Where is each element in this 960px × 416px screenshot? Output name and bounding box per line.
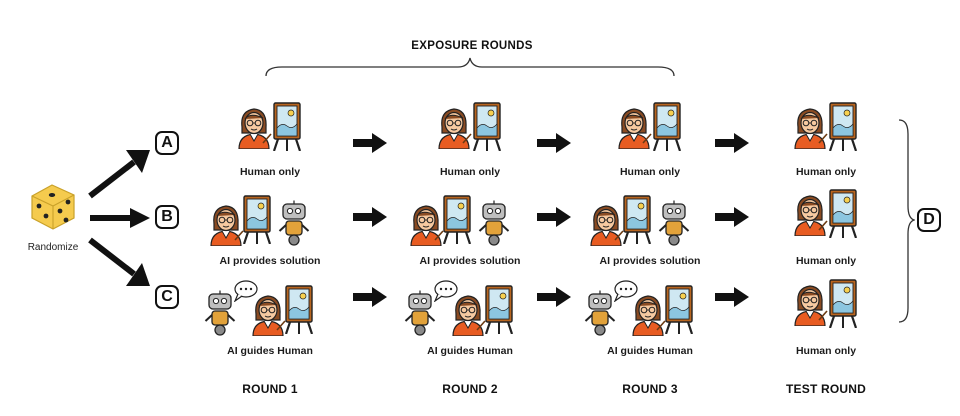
robot-icon [204, 290, 236, 336]
robot-icon [278, 200, 310, 246]
group-badge-d: D [917, 208, 941, 232]
scenario-caption: AI guides Human [607, 345, 693, 357]
human-painter-icon [618, 108, 652, 149]
randomize-arrows [88, 150, 150, 286]
arrow-right-icon [715, 133, 749, 153]
scenario-caption: AI guides Human [427, 345, 513, 357]
human-painter-icon [438, 108, 472, 149]
dice-icon [31, 184, 75, 230]
easel-painting-icon [828, 279, 858, 328]
human-painter-icon [410, 205, 444, 246]
easel-painting-icon [652, 102, 682, 151]
scenario-caption: AI guides Human [227, 345, 313, 357]
arrow-right-icon [715, 287, 749, 307]
scenario-caption: Human only [239, 166, 301, 178]
human-painter-icon [238, 108, 272, 149]
easel-painting-icon [828, 102, 858, 151]
scenario-caption: Human only [795, 255, 857, 267]
group-badge-a: A [155, 131, 179, 155]
robot-icon [658, 200, 690, 246]
human-painter-icon [632, 295, 666, 336]
human-painter-icon [590, 205, 624, 246]
scenario-caption: Human only [619, 166, 681, 178]
human-painter-icon [452, 295, 486, 336]
easel-painting-icon [828, 189, 858, 238]
round-label: ROUND 3 [622, 382, 678, 396]
scenario-caption: Human only [439, 166, 501, 178]
exposure-rounds-brace [265, 57, 675, 77]
scenario-caption: AI provides solution [219, 255, 321, 267]
easel-painting-icon [484, 285, 514, 334]
robot-icon [584, 290, 616, 336]
arrow-right-icon [353, 133, 387, 153]
easel-painting-icon [664, 285, 694, 334]
robot-icon [478, 200, 510, 246]
easel-painting-icon [442, 195, 472, 244]
easel-painting-icon [472, 102, 502, 151]
arrow-right-icon [353, 287, 387, 307]
scenario-caption: Human only [795, 166, 857, 178]
human-painter-icon [794, 108, 828, 149]
round-label: ROUND 1 [242, 382, 298, 396]
merge-brace [898, 119, 915, 323]
scenario-caption: AI provides solution [599, 255, 701, 267]
arrow-right-icon [537, 133, 571, 153]
group-badge-b: B [155, 205, 179, 229]
human-painter-icon [210, 205, 244, 246]
speech-bubble-icon [433, 280, 458, 302]
scenario-caption: AI provides solution [419, 255, 521, 267]
randomize-label: Randomize [27, 242, 79, 253]
human-painter-icon [252, 295, 286, 336]
easel-painting-icon [622, 195, 652, 244]
robot-icon [404, 290, 436, 336]
group-badge-c: C [155, 285, 179, 309]
easel-painting-icon [284, 285, 314, 334]
arrow-right-icon [537, 207, 571, 227]
easel-painting-icon [242, 195, 272, 244]
human-painter-icon [794, 195, 828, 236]
human-painter-icon [794, 285, 828, 326]
scenario-caption: Human only [795, 345, 857, 357]
arrow-right-icon [715, 207, 749, 227]
exposure-rounds-title: EXPOSURE ROUNDS [411, 40, 533, 52]
easel-painting-icon [272, 102, 302, 151]
round-label: TEST ROUND [786, 382, 866, 396]
speech-bubble-icon [233, 280, 258, 302]
arrow-right-icon [537, 287, 571, 307]
speech-bubble-icon [613, 280, 638, 302]
arrow-right-icon [353, 207, 387, 227]
round-label: ROUND 2 [442, 382, 498, 396]
